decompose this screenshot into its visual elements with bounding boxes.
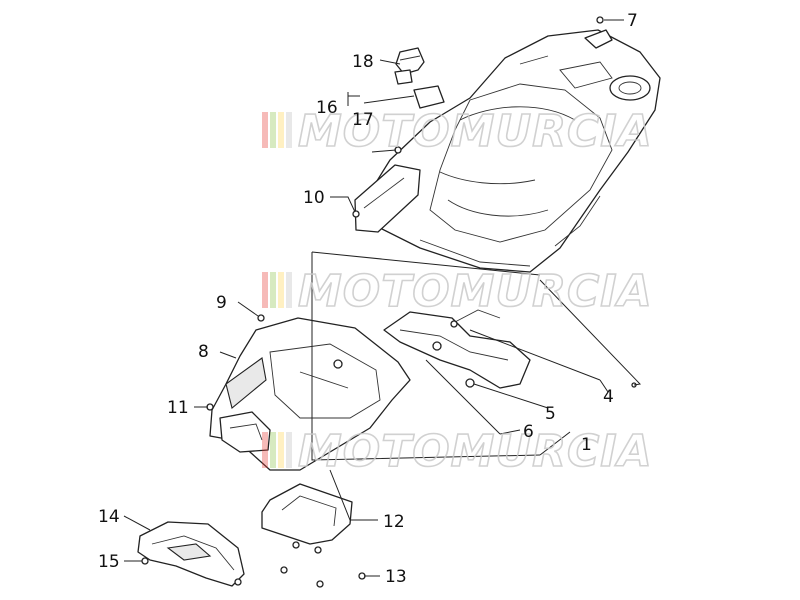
callout-16: 16 xyxy=(316,98,338,118)
lower-bracket-assembly xyxy=(383,309,531,389)
watermark-text: MOTOMURCIA xyxy=(298,106,653,157)
cap-and-clip xyxy=(394,47,445,109)
watermark-top: MOTOMURCIA xyxy=(262,105,653,158)
callout-18: 18 xyxy=(352,52,374,72)
watermark-bottom: MOTOMURCIA xyxy=(262,425,653,478)
callout-10: 10 xyxy=(303,188,325,208)
screws xyxy=(141,16,637,588)
small-cover xyxy=(137,521,245,587)
callout-15: 15 xyxy=(98,552,120,572)
watermark-text: MOTOMURCIA xyxy=(298,266,653,317)
inner-front-shield xyxy=(209,317,411,471)
callout-13: 13 xyxy=(385,567,407,587)
protection-plate xyxy=(261,483,353,554)
watermark-middle: MOTOMURCIA xyxy=(262,265,653,318)
leader-lines xyxy=(123,19,642,577)
helmet-compartment xyxy=(354,29,661,273)
callout-labels: 1 4 5 6 7 8 9 10 11 12 13 14 15 16 17 18 xyxy=(98,11,638,587)
callout-4: 4 xyxy=(603,387,614,407)
callout-9: 9 xyxy=(216,293,227,313)
callout-7: 7 xyxy=(627,11,638,31)
callout-5: 5 xyxy=(545,404,556,424)
callout-11: 11 xyxy=(167,398,189,418)
callout-17: 17 xyxy=(352,110,374,130)
callout-14: 14 xyxy=(98,507,120,527)
callout-8: 8 xyxy=(198,342,209,362)
callout-6: 6 xyxy=(523,422,534,442)
callout-1: 1 xyxy=(581,435,592,455)
watermark-text: MOTOMURCIA xyxy=(298,426,653,477)
callout-12: 12 xyxy=(383,512,405,532)
